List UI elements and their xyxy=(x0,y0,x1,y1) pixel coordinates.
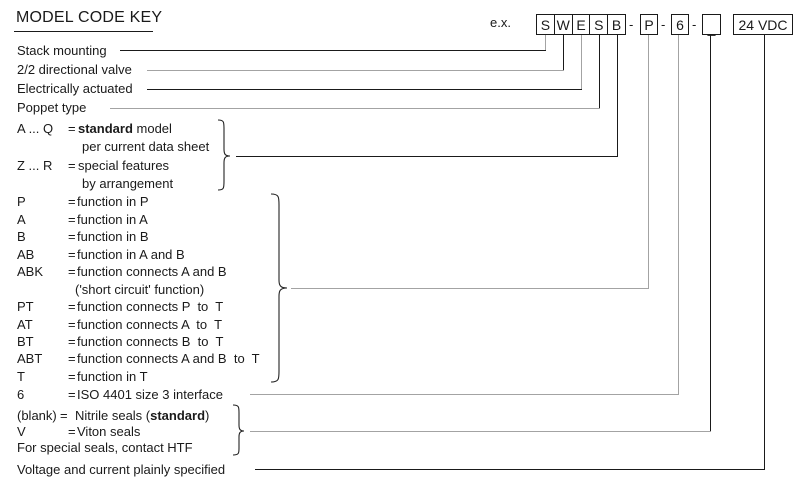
connector-line-seals xyxy=(250,431,711,433)
connector-vertical-p xyxy=(648,35,650,288)
seals-note: For special seals, contact HTF xyxy=(17,440,193,455)
function-desc: function connects A and B xyxy=(77,264,227,279)
seals-v-eq: = xyxy=(68,424,76,439)
connector-line-model-type xyxy=(236,156,618,158)
code-dash-3: - xyxy=(692,17,697,32)
function-code: T xyxy=(17,369,25,384)
connector-line-directional-valve xyxy=(147,70,564,72)
function-code: AT xyxy=(17,317,33,332)
connector-vertical-s1 xyxy=(545,35,547,50)
seals-blank-code: (blank) xyxy=(17,408,57,423)
connector-line-electrically-actuated xyxy=(147,89,582,91)
model-type-row2-code: Z ... R xyxy=(17,158,53,173)
model-type-row1-cont: per current data sheet xyxy=(82,139,210,154)
function-code: ABT xyxy=(17,351,43,366)
function-desc: function connects P to T xyxy=(77,299,224,314)
code-box-s1: S xyxy=(540,16,551,33)
iso-code: 6 xyxy=(17,387,25,402)
function-desc: function in B xyxy=(77,229,149,244)
connector-line-stack-mounting xyxy=(120,50,546,52)
function-eq: = xyxy=(68,212,76,227)
seals-blank-desc: Nitrile seals (standard) xyxy=(75,408,210,423)
code-box-s2: S xyxy=(589,15,607,34)
function-code: B xyxy=(17,229,26,244)
function-code: AB xyxy=(17,247,35,262)
function-eq: = xyxy=(68,229,76,244)
function-desc: function in A xyxy=(77,212,148,227)
code-box-blank: _ xyxy=(702,14,721,35)
model-type-row2-eq: = xyxy=(68,158,76,173)
function-eq: = xyxy=(68,194,76,209)
iso-desc: ISO 4401 size 3 interface xyxy=(77,387,223,402)
function-eq: = xyxy=(68,247,76,262)
code-box-w: W xyxy=(553,15,572,34)
brace-function xyxy=(270,193,288,383)
model-type-row1-code: A ... Q xyxy=(17,121,54,136)
label-electrically-actuated: Electrically actuated xyxy=(17,81,133,96)
function-desc-note: ('short circuit' function) xyxy=(75,282,205,297)
example-label: e.x. xyxy=(490,15,511,30)
label-directional-valve: 2/2 directional valve xyxy=(17,62,132,77)
voltage-note: Voltage and current plainly specified xyxy=(17,462,226,477)
function-eq: = xyxy=(68,334,76,349)
code-box-b: B xyxy=(607,15,625,34)
seals-v-desc: Viton seals xyxy=(77,424,141,439)
code-letter-boxes: S W E S B xyxy=(536,14,626,35)
page-title: MODEL CODE KEY xyxy=(16,9,163,26)
code-dash-2: - xyxy=(661,17,666,32)
connector-vertical-blank xyxy=(710,35,712,431)
model-type-row2-cont: by arrangement xyxy=(82,176,174,191)
brace-model-type xyxy=(217,119,231,191)
code-dash-1: - xyxy=(629,17,634,32)
label-poppet-type: Poppet type xyxy=(17,100,87,115)
connector-line-function xyxy=(291,288,649,290)
connector-vertical-voltage xyxy=(764,35,766,469)
code-box-p: P xyxy=(640,14,658,35)
function-desc: function in T xyxy=(77,369,148,384)
function-code: P xyxy=(17,194,26,209)
function-desc: function connects B to T xyxy=(77,334,224,349)
model-type-row1-eq: = xyxy=(68,121,76,136)
brace-seals xyxy=(232,404,245,456)
function-eq: = xyxy=(68,299,76,314)
seals-blank-eq: = xyxy=(60,408,68,423)
function-desc: function connects A to T xyxy=(77,317,223,332)
connector-line-poppet-type xyxy=(110,108,600,110)
model-type-row2-desc: special features xyxy=(78,158,170,173)
connector-vertical-s2 xyxy=(599,35,601,108)
function-eq: = xyxy=(68,317,76,332)
function-desc: function in P xyxy=(77,194,149,209)
connector-vertical-b xyxy=(617,35,619,156)
function-desc: function in A and B xyxy=(77,247,185,262)
connector-vertical-e xyxy=(581,35,583,89)
function-code: ABK xyxy=(17,264,44,279)
code-box-voltage: 24 VDC xyxy=(733,14,793,35)
iso-eq: = xyxy=(68,387,76,402)
function-code: PT xyxy=(17,299,34,314)
code-box-6: 6 xyxy=(671,14,689,35)
label-stack-mounting: Stack mounting xyxy=(17,43,107,58)
function-eq: = xyxy=(68,369,76,384)
function-desc: function connects A and B to T xyxy=(77,351,260,366)
connector-line-iso-interface xyxy=(250,394,679,396)
function-eq: = xyxy=(68,264,76,279)
seals-v-code: V xyxy=(17,424,26,439)
function-code: BT xyxy=(17,334,34,349)
title-underline xyxy=(14,31,153,33)
connector-vertical-w xyxy=(563,35,565,70)
connector-vertical-6 xyxy=(678,35,680,394)
function-code: A xyxy=(17,212,26,227)
code-box-e: E xyxy=(571,15,590,34)
blank-underscore: _ xyxy=(707,20,716,36)
model-type-row1-desc: standard model xyxy=(78,121,172,136)
connector-line-voltage xyxy=(255,469,765,471)
function-eq: = xyxy=(68,351,76,366)
